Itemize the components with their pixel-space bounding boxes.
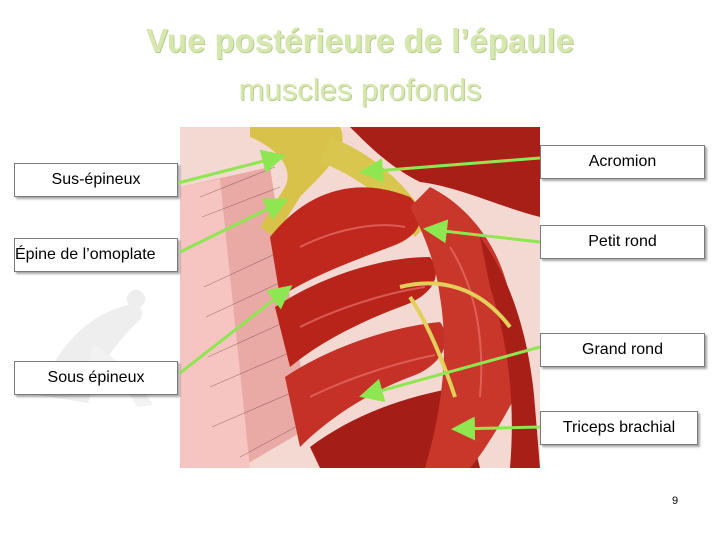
label-triceps-brachial: Triceps brachial [540,411,698,445]
slide-subtitle: muscles profonds [238,72,482,107]
background-watermark-figure [38,290,153,407]
label-grand-rond: Grand rond [540,333,705,367]
label-epine-omoplate: Épine de l’omoplate [14,238,178,272]
slide-title: Vue postérieure de l’épaule [146,22,574,59]
label-petit-rond: Petit rond [540,225,705,259]
label-acromion: Acromion [540,145,705,179]
label-sous-epineux: Sous épineux [14,361,178,395]
label-sus-epineux: Sus-épineux [14,163,178,197]
page-number: 9 [671,495,679,507]
shoulder-muscle-illustration [180,127,540,468]
